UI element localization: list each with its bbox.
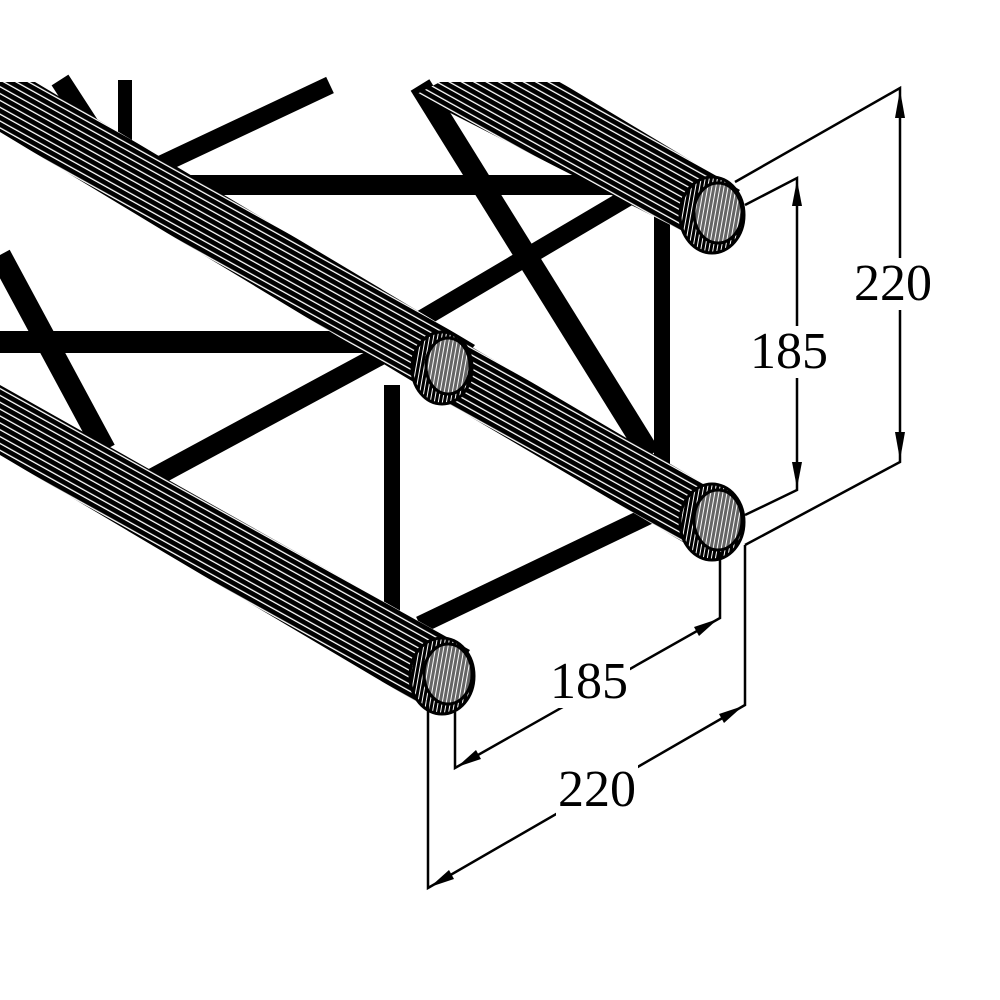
chord-top-back	[415, 82, 740, 240]
dimension-label-inner-width: 185	[548, 653, 630, 710]
bracing	[0, 74, 670, 634]
chord-top-front	[0, 82, 475, 395]
dimension-label-outer-height: 220	[852, 255, 934, 312]
chord-bottom-front	[0, 385, 470, 710]
tube-ends	[408, 175, 746, 716]
chords	[0, 82, 740, 710]
dimension-label-inner-height: 185	[748, 323, 830, 380]
chord-mid-front	[425, 340, 740, 555]
dimension-arrows	[430, 90, 905, 887]
dimension-label-outer-width: 220	[556, 761, 638, 818]
